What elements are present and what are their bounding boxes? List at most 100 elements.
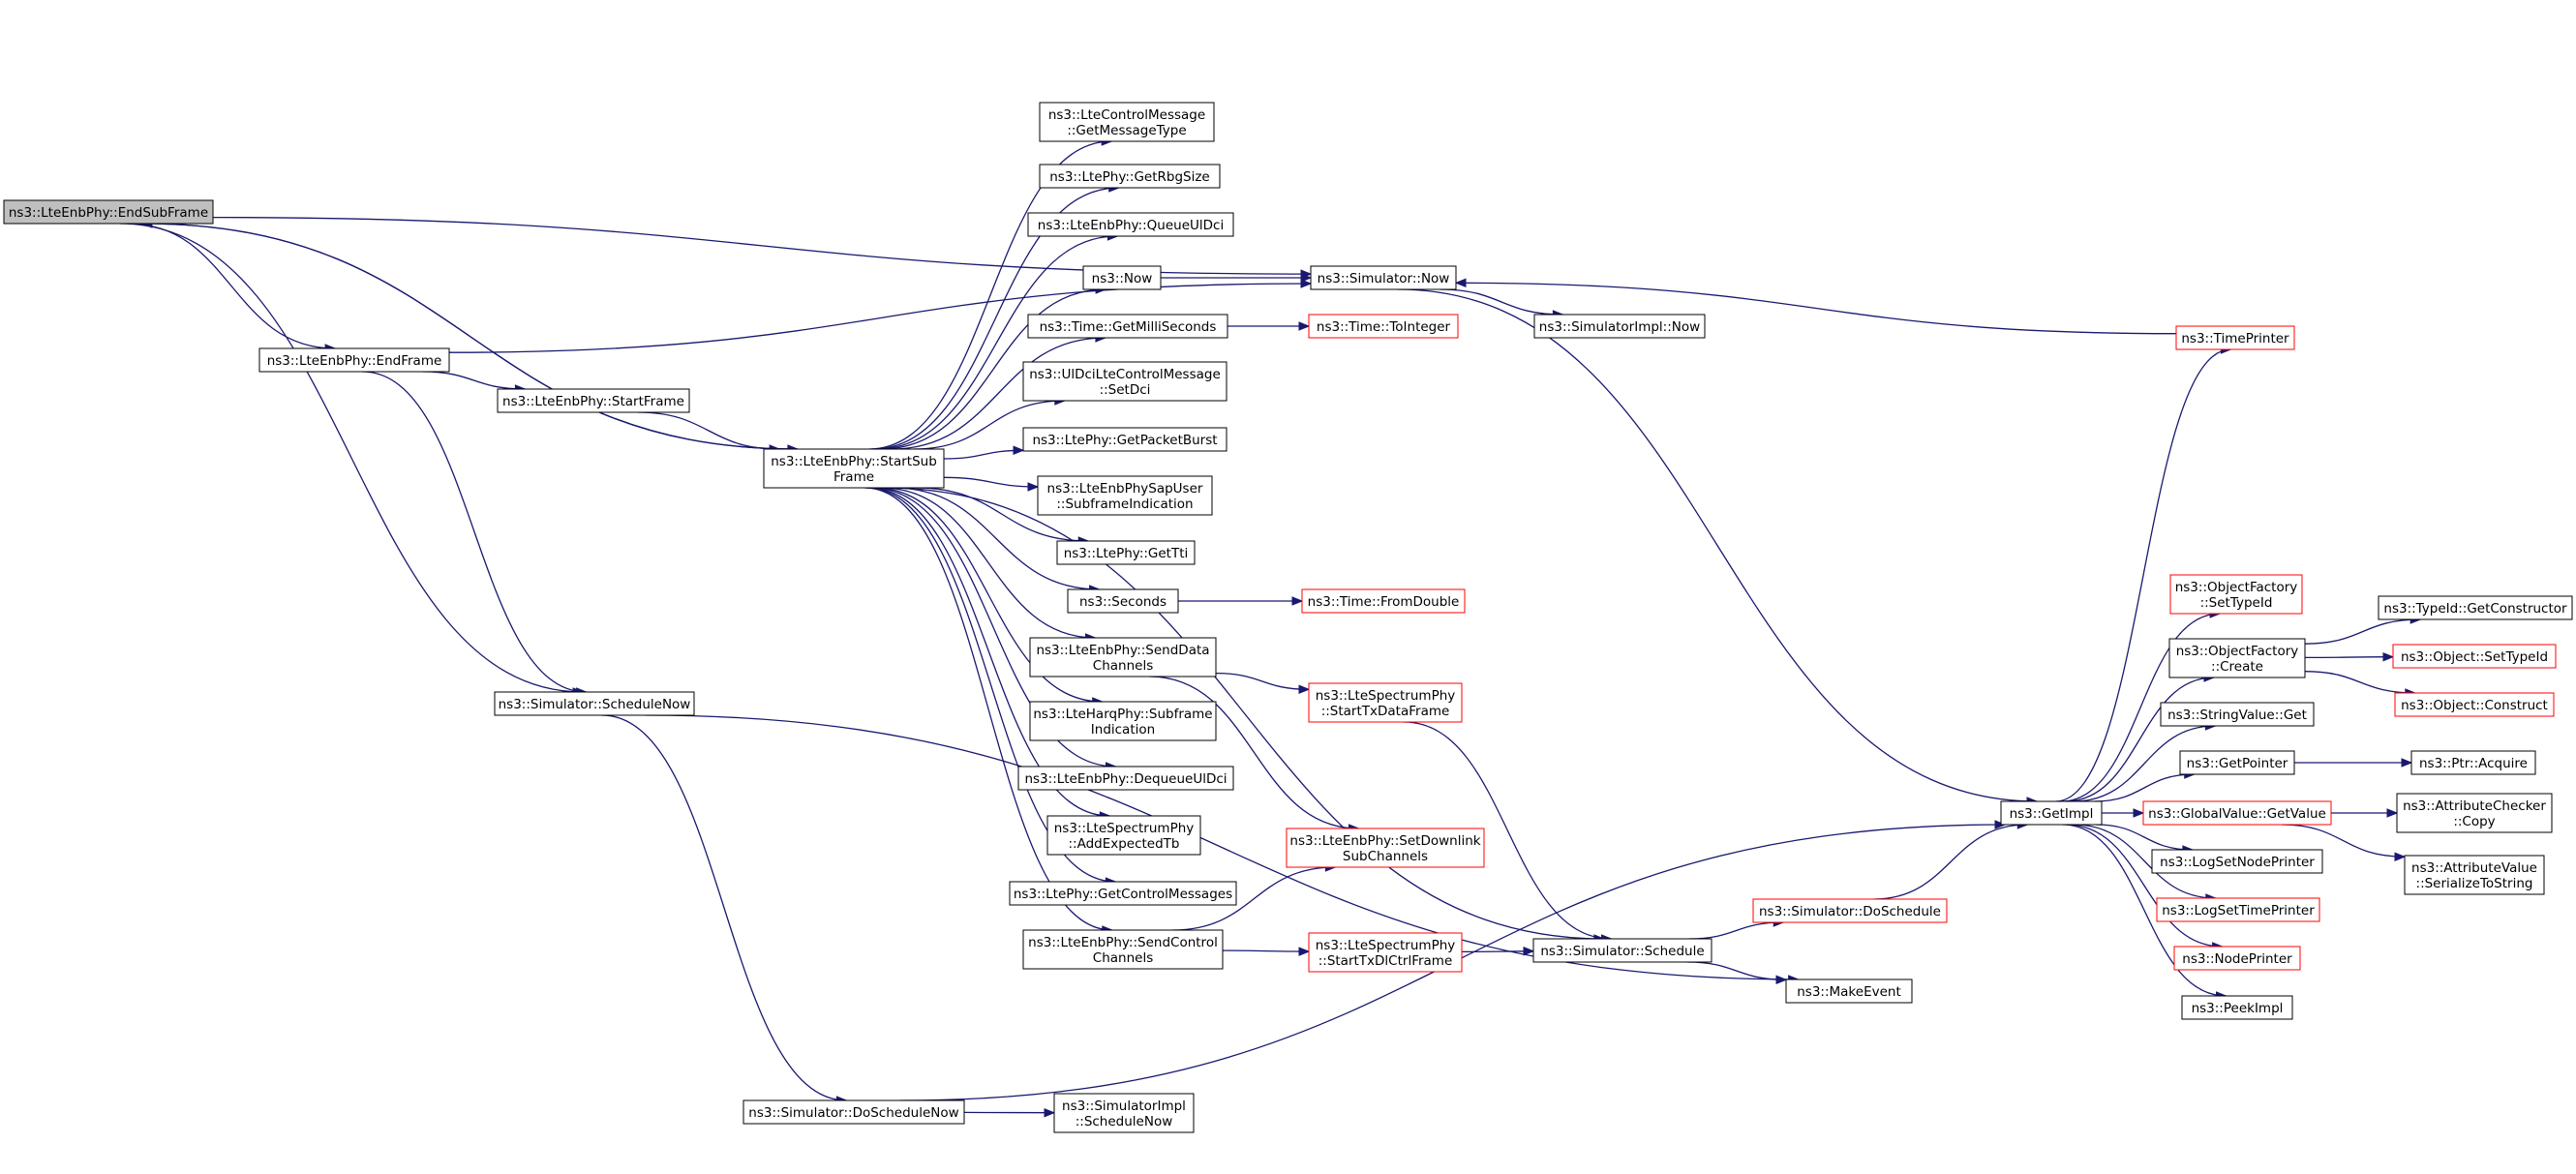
node-subframe-indication[interactable]: ns3::LteEnbPhySapUser::SubframeIndicatio… bbox=[1037, 475, 1213, 516]
node-harq-subframe[interactable]: ns3::LteHarqPhy::SubframeIndication bbox=[1029, 701, 1217, 741]
node-to-integer[interactable]: ns3::Time::ToInteger bbox=[1308, 314, 1459, 339]
node-label: ns3::StringValue::Get bbox=[2167, 707, 2307, 723]
arrowhead-icon bbox=[2394, 852, 2407, 861]
node-set-dci[interactable]: ns3::UlDciLteControlMessage::SetDci bbox=[1022, 361, 1227, 402]
node-simulator-now[interactable]: ns3::Simulator::Now bbox=[1310, 265, 1457, 290]
node-box bbox=[1027, 314, 1228, 339]
node-global-value-get-value[interactable]: ns3::GlobalValue::GetValue bbox=[2142, 800, 2332, 826]
node-seconds[interactable]: ns3::Seconds bbox=[1067, 588, 1179, 614]
node-attribute-value-serialize[interactable]: ns3::AttributeValue::SerializeToString bbox=[2404, 855, 2545, 895]
call-edge-start-sub-frame-to-now bbox=[881, 288, 1106, 450]
call-edge-start-tx-dl-ctrl-frame-to-schedule bbox=[1461, 950, 1534, 953]
call-edge-get-impl-to-peek-impl bbox=[2062, 824, 2227, 997]
node-start-tx-dl-ctrl-frame[interactable]: ns3::LteSpectrumPhy::StartTxDlCtrlFrame bbox=[1308, 932, 1463, 973]
arrowhead-icon bbox=[1298, 321, 1311, 331]
node-schedule[interactable]: ns3::Simulator::Schedule bbox=[1532, 938, 1712, 963]
arrowhead-icon bbox=[1298, 684, 1311, 695]
arrowhead-icon bbox=[2382, 651, 2395, 662]
node-attribute-checker-copy[interactable]: ns3::AttributeChecker::Copy bbox=[2396, 793, 2553, 833]
node-end-sub-frame[interactable]: ns3::LteEnbPhy::EndSubFrame bbox=[3, 199, 214, 225]
node-label: ns3::ObjectFactory bbox=[2175, 580, 2298, 595]
node-get-rbg-size[interactable]: ns3::LtePhy::GetRbgSize bbox=[1039, 164, 1221, 189]
node-start-tx-data-frame[interactable]: ns3::LteSpectrumPhy::StartTxDataFrame bbox=[1308, 682, 1463, 723]
node-get-tti[interactable]: ns3::LtePhy::GetTti bbox=[1056, 540, 1196, 565]
call-edge-start-sub-frame-to-set-dci bbox=[914, 400, 1065, 450]
call-edge-simulator-now-to-get-impl bbox=[1397, 288, 2038, 802]
call-edge-do-schedule-to-get-impl bbox=[1873, 824, 2028, 900]
node-get-control-messages[interactable]: ns3::LtePhy::GetControlMessages bbox=[1009, 881, 1237, 906]
node-object-construct[interactable]: ns3::Object::Construct bbox=[2394, 692, 2555, 717]
node-sim-impl-schedule-now[interactable]: ns3::SimulatorImpl::ScheduleNow bbox=[1053, 1093, 1195, 1133]
call-edge-start-sub-frame-to-end-sub-frame bbox=[141, 223, 798, 450]
call-edge-end-frame-to-schedule-now bbox=[362, 371, 587, 693]
node-label: ::SetDci bbox=[1100, 382, 1151, 398]
node-time-printer[interactable]: ns3::TimePrinter bbox=[2175, 325, 2295, 350]
node-from-double[interactable]: ns3::Time::FromDouble bbox=[1301, 588, 1466, 614]
node-ptr-acquire[interactable]: ns3::Ptr::Acquire bbox=[2410, 750, 2536, 775]
node-label: ns3::NodePrinter bbox=[2182, 951, 2292, 967]
node-box bbox=[2179, 750, 2295, 775]
node-now[interactable]: ns3::Now bbox=[1082, 265, 1162, 290]
node-get-constructor[interactable]: ns3::TypeId::GetConstructor bbox=[2378, 595, 2573, 620]
node-get-pointer[interactable]: ns3::GetPointer bbox=[2179, 750, 2295, 775]
node-get-message-type[interactable]: ns3::LteControlMessage::GetMessageType bbox=[1039, 102, 1215, 142]
node-box bbox=[1308, 932, 1463, 973]
node-dequeue-ul-dci[interactable]: ns3::LteEnbPhy::DequeueUlDci bbox=[1017, 766, 1234, 791]
node-box bbox=[1022, 929, 1224, 970]
arrowhead-icon bbox=[1454, 278, 1467, 288]
node-box bbox=[1310, 265, 1457, 290]
node-box bbox=[1029, 701, 1217, 741]
node-box bbox=[763, 448, 945, 489]
call-edge-ofcreate-to-get-constructor bbox=[2304, 618, 2421, 645]
node-label: ns3::LtePhy::GetRbgSize bbox=[1049, 169, 1210, 185]
node-label: ns3::SimulatorImpl::Now bbox=[1539, 319, 1700, 335]
node-node-printer[interactable]: ns3::NodePrinter bbox=[2173, 946, 2301, 971]
node-do-schedule[interactable]: ns3::Simulator::DoSchedule bbox=[1752, 898, 1948, 923]
node-box bbox=[1022, 361, 1227, 402]
node-add-expected-tb[interactable]: ns3::LteSpectrumPhy::AddExpectedTb bbox=[1046, 815, 1201, 856]
node-ofset-type-id[interactable]: ns3::ObjectFactory::SetTypeId bbox=[2169, 574, 2303, 615]
call-edge-send-data-channels-to-set-downlink-sub-channels bbox=[1149, 676, 1359, 829]
node-label: ns3::LteEnbPhy::SendControl bbox=[1028, 935, 1218, 950]
node-get-impl[interactable]: ns3::GetImpl bbox=[2000, 800, 2103, 826]
node-peek-impl[interactable]: ns3::PeekImpl bbox=[2181, 995, 2293, 1020]
node-label: ns3::TimePrinter bbox=[2181, 331, 2289, 346]
call-edge-start-sub-frame-to-queue-ul-dci bbox=[875, 235, 1118, 450]
node-object-set-type-id[interactable]: ns3::Object::SetTypeId bbox=[2392, 644, 2557, 669]
node-box bbox=[497, 388, 690, 413]
call-edge-schedule-now-to-do-schedule-now bbox=[601, 714, 847, 1101]
node-simulator-impl-now[interactable]: ns3::SimulatorImpl::Now bbox=[1533, 314, 1706, 339]
node-end-frame[interactable]: ns3::LteEnbPhy::EndFrame bbox=[258, 347, 450, 373]
node-get-milli-seconds[interactable]: ns3::Time::GetMilliSeconds bbox=[1027, 314, 1228, 339]
node-label: ::ScheduleNow bbox=[1076, 1114, 1173, 1129]
node-label: ns3::GetImpl bbox=[2010, 806, 2094, 822]
arrowhead-icon bbox=[1013, 445, 1025, 456]
node-start-frame[interactable]: ns3::LteEnbPhy::StartFrame bbox=[497, 388, 690, 413]
node-log-set-time-printer[interactable]: ns3::LogSetTimePrinter bbox=[2156, 897, 2320, 922]
node-label: ns3::LteControlMessage bbox=[1048, 107, 1205, 123]
arrowhead-icon bbox=[2386, 808, 2399, 818]
node-string-value-get[interactable]: ns3::StringValue::Get bbox=[2160, 702, 2315, 727]
call-edge-start-sub-frame-to-get-tti bbox=[916, 487, 1089, 542]
node-schedule-now[interactable]: ns3::Simulator::ScheduleNow bbox=[494, 691, 695, 716]
node-ofcreate[interactable]: ns3::ObjectFactory::Create bbox=[2168, 638, 2306, 678]
node-queue-ul-dci[interactable]: ns3::LteEnbPhy::QueueUlDci bbox=[1027, 212, 1234, 237]
arrowhead-icon bbox=[1523, 947, 1535, 956]
node-get-packet-burst[interactable]: ns3::LtePhy::GetPacketBurst bbox=[1022, 427, 1227, 452]
node-box bbox=[2169, 574, 2303, 615]
call-graph-edges bbox=[119, 136, 2422, 1118]
call-edge-start-sub-frame-to-schedule bbox=[884, 487, 1604, 940]
call-edge-end-sub-frame-to-schedule-now bbox=[119, 223, 584, 693]
node-do-schedule-now[interactable]: ns3::Simulator::DoScheduleNow bbox=[742, 1099, 965, 1125]
node-box bbox=[2156, 897, 2320, 922]
node-make-event[interactable]: ns3::MakeEvent bbox=[1785, 978, 1913, 1004]
node-box bbox=[1533, 314, 1706, 339]
arrowhead-icon bbox=[1027, 482, 1040, 492]
call-edge-ofcreate-to-object-set-type-id bbox=[2304, 656, 2394, 659]
node-log-set-node-printer[interactable]: ns3::LogSetNodePrinter bbox=[2151, 849, 2323, 874]
call-edge-start-frame-to-start-sub-frame bbox=[638, 411, 780, 450]
